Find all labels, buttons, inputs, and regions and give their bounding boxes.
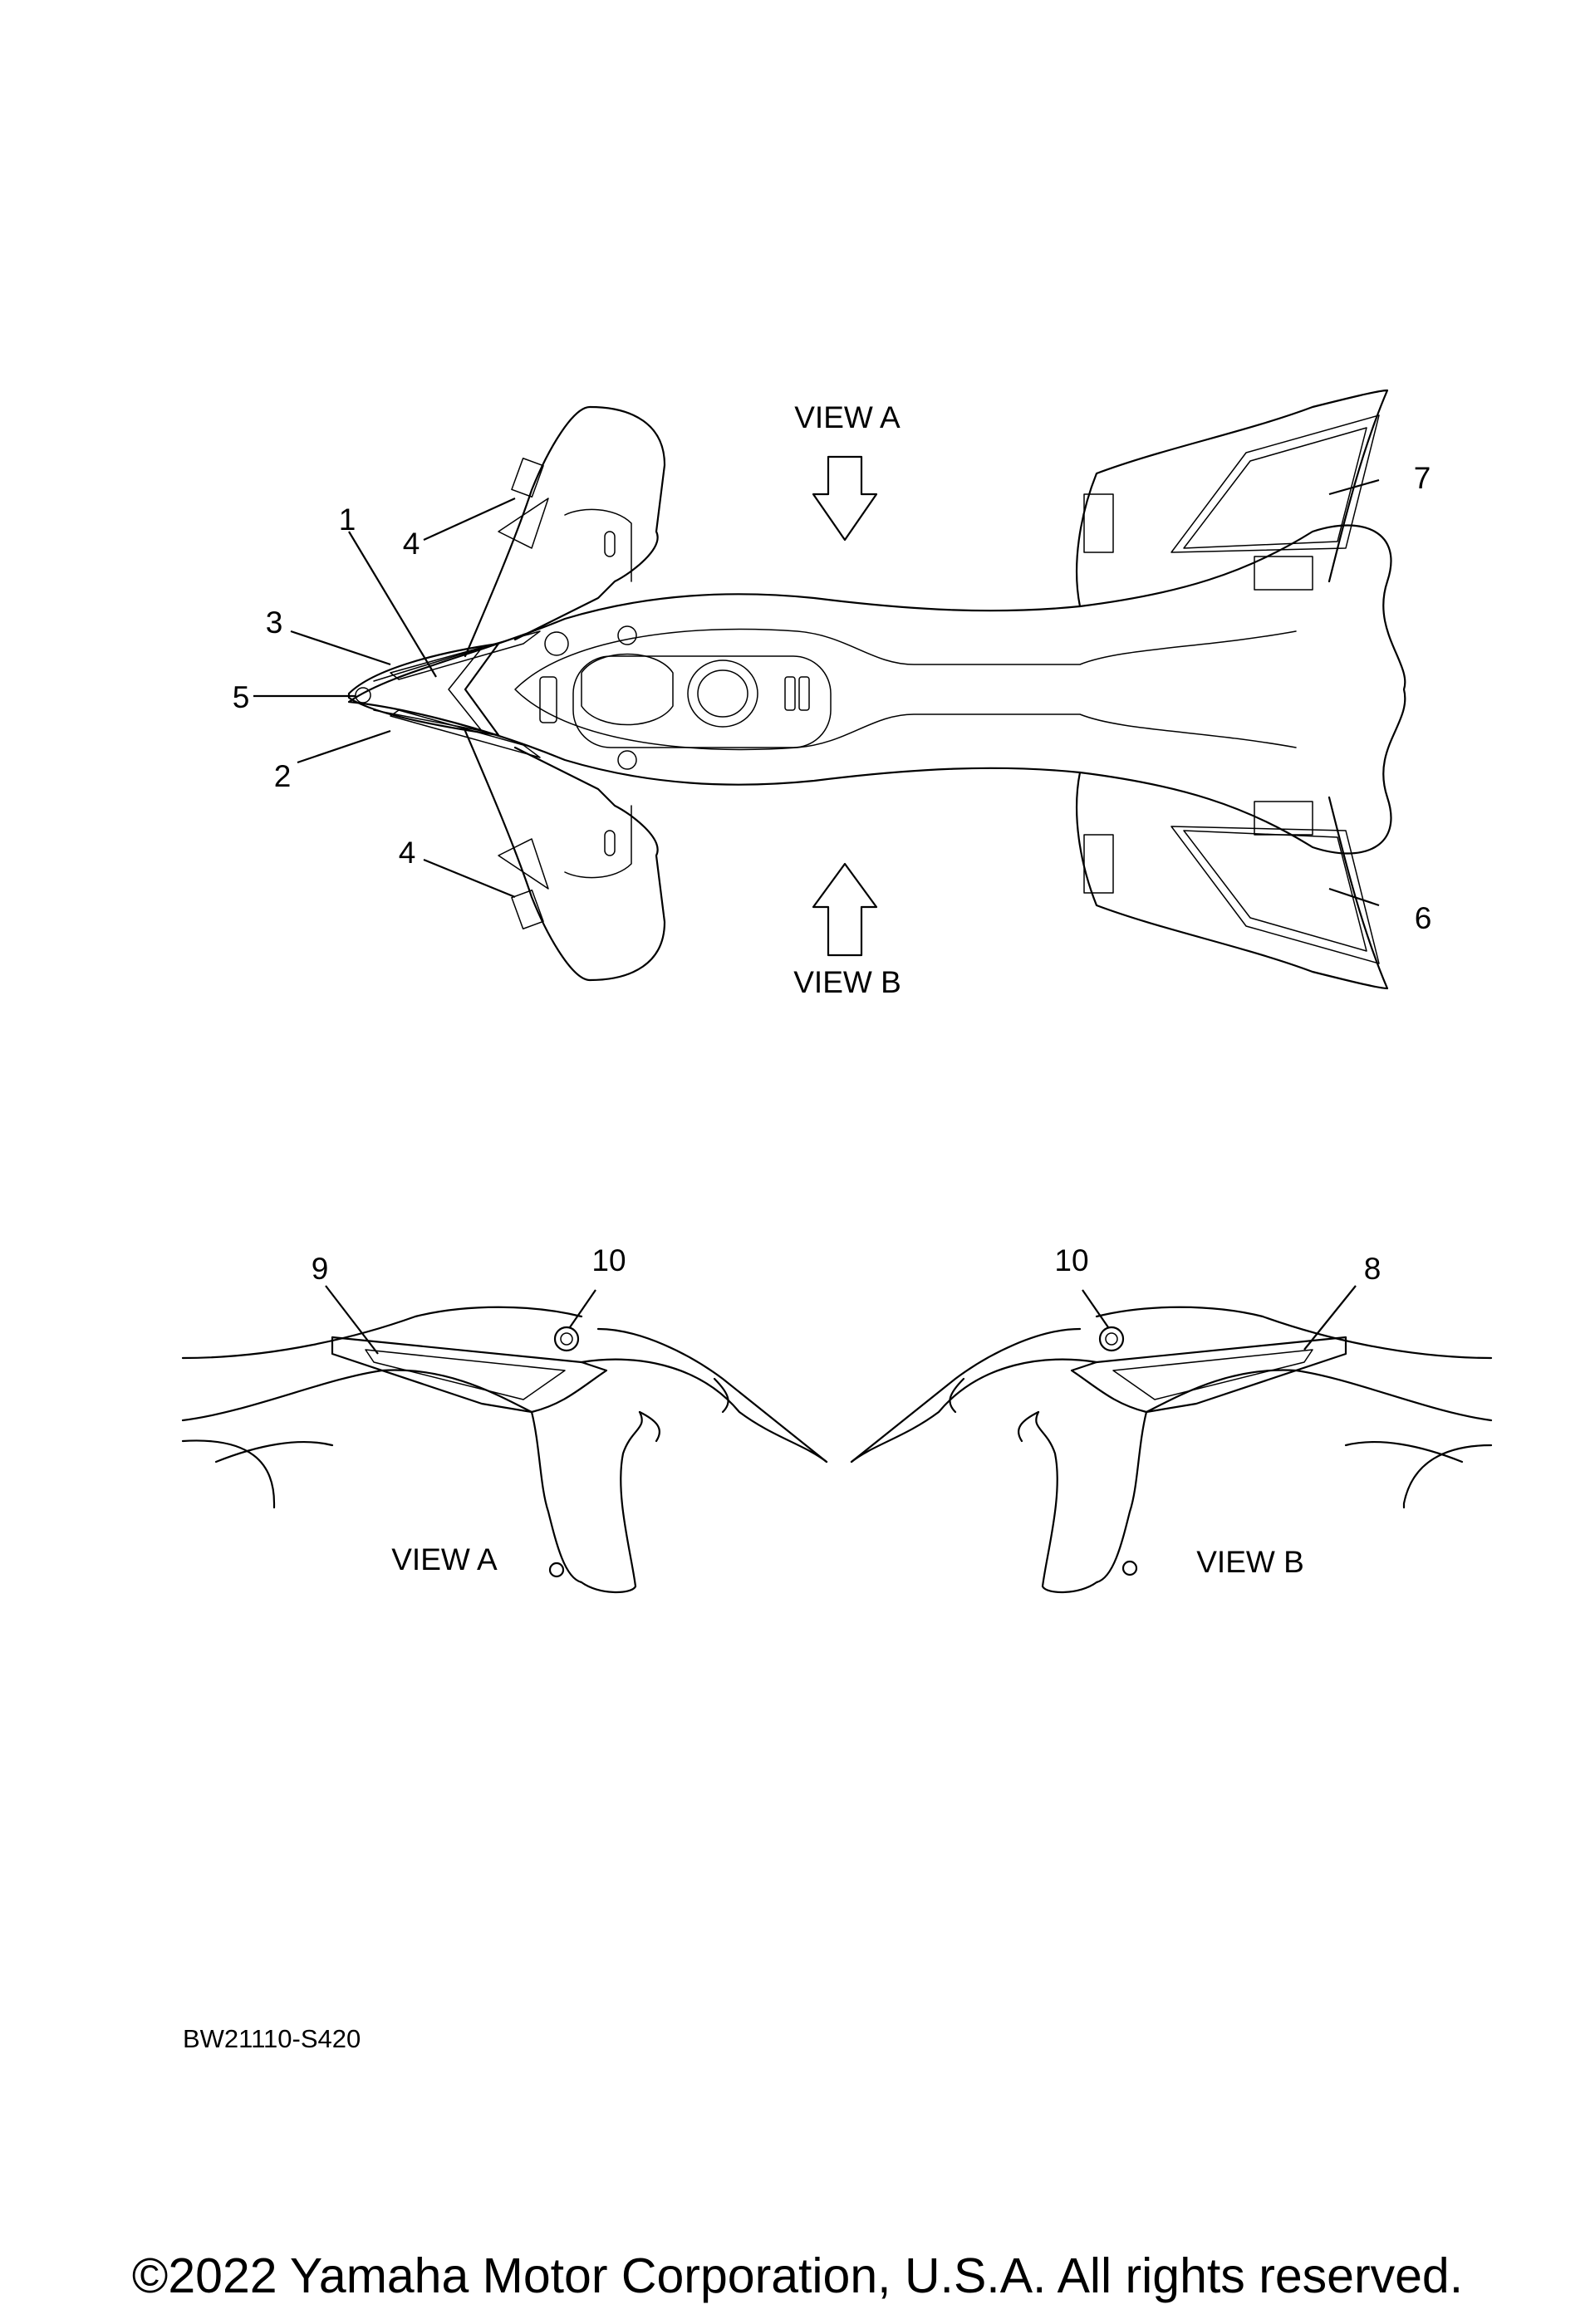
callout-4-upper: 4 [403,527,420,561]
callout-2: 2 [274,759,292,793]
view-a-label-side: VIEW A [391,1542,498,1576]
callout-7: 7 [1414,461,1431,495]
callout-4-lower: 4 [399,836,416,870]
top-view-body [347,389,1406,990]
view-b-label-top: VIEW B [793,965,901,999]
callout-10-view-a: 10 [591,1243,626,1277]
side-view-b [850,1306,1493,1594]
view-b-arrow [812,862,878,957]
callout-1: 1 [339,503,356,537]
view-b-label-side: VIEW B [1196,1545,1304,1579]
diagram-code: BW21110-S420 [183,2024,361,2053]
view-a-arrow [812,455,878,542]
callout-9: 9 [312,1252,329,1286]
callout-6: 6 [1415,901,1432,935]
callout-5: 5 [233,680,250,714]
copyright-notice: ©2022 Yamaha Motor Corporation, U.S.A. A… [131,2248,1464,2303]
callout-10-view-b: 10 [1054,1243,1088,1277]
callout-3: 3 [266,606,283,640]
leader-lines-top [253,478,1380,907]
view-a-label-top: VIEW A [794,400,901,434]
leader-lines-side [325,1285,1357,1355]
side-view-a [181,1306,828,1594]
callout-8: 8 [1364,1252,1382,1286]
